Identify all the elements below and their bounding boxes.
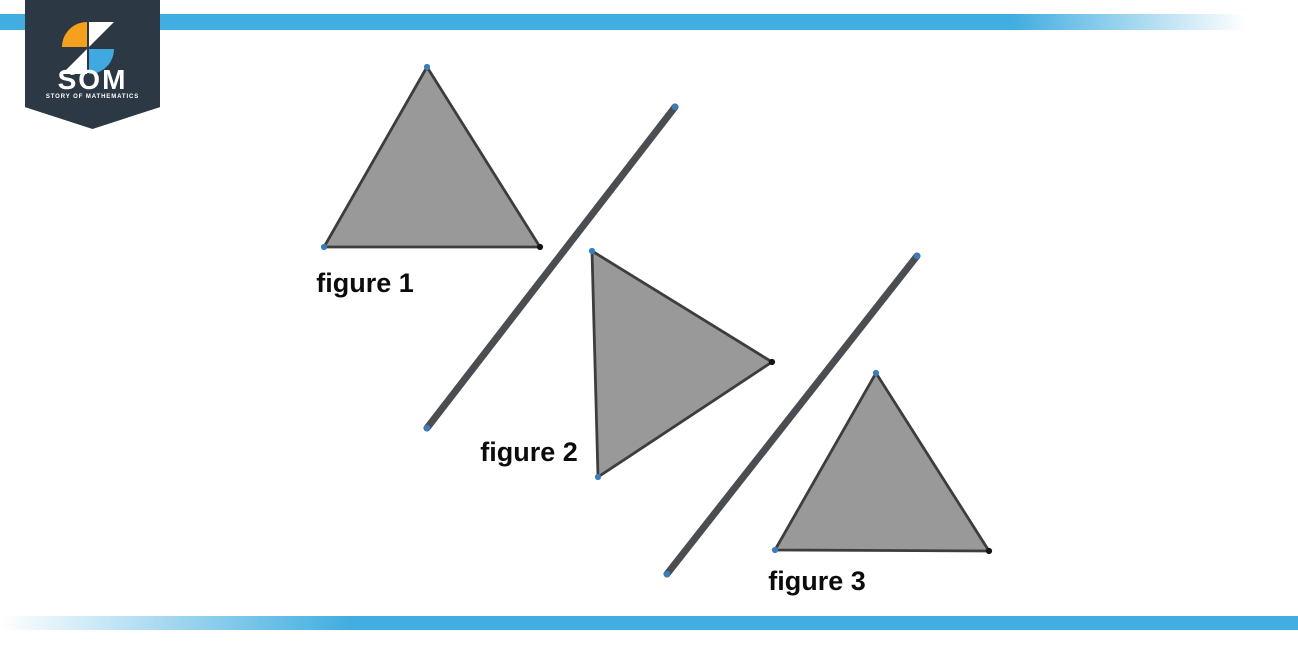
mirror-line-1-endpoint [671, 103, 679, 111]
som-flash-logo-icon [62, 22, 114, 74]
figure-3-label: figure 3 [768, 566, 866, 596]
logo-acronym: SOM [57, 64, 128, 95]
figure-1-triangle [322, 65, 542, 249]
mirror-line-1-endpoint [423, 424, 431, 432]
bottom-accent-bar [0, 616, 1298, 630]
figure-3-vertex [872, 369, 880, 377]
logo-tagline: STORY OF MATHEMATICS [45, 94, 140, 100]
figure-3-triangle [773, 371, 991, 553]
figure-1-label: figure 1 [316, 268, 414, 298]
figure-3-vertex [771, 546, 779, 554]
som-logo-badge: SOM STORY OF MATHEMATICS [25, 0, 160, 129]
top-accent-bar [0, 14, 1298, 30]
mirror-line-2-endpoint [663, 570, 671, 578]
figure-2-triangle [590, 249, 774, 479]
figure-2-vertex [594, 473, 602, 481]
figure-3-vertex [985, 547, 993, 555]
figure-1-vertex [423, 63, 431, 71]
mirror-line-2-endpoint [913, 252, 921, 260]
mirror-line-2 [663, 252, 921, 578]
figure-1-vertex [320, 243, 328, 251]
figure-2-vertex [588, 247, 596, 255]
figure-2-label: figure 2 [480, 437, 578, 467]
figure-1-vertex [536, 243, 544, 251]
figure-2-vertex [768, 358, 776, 366]
mirror-line-1 [423, 103, 679, 432]
